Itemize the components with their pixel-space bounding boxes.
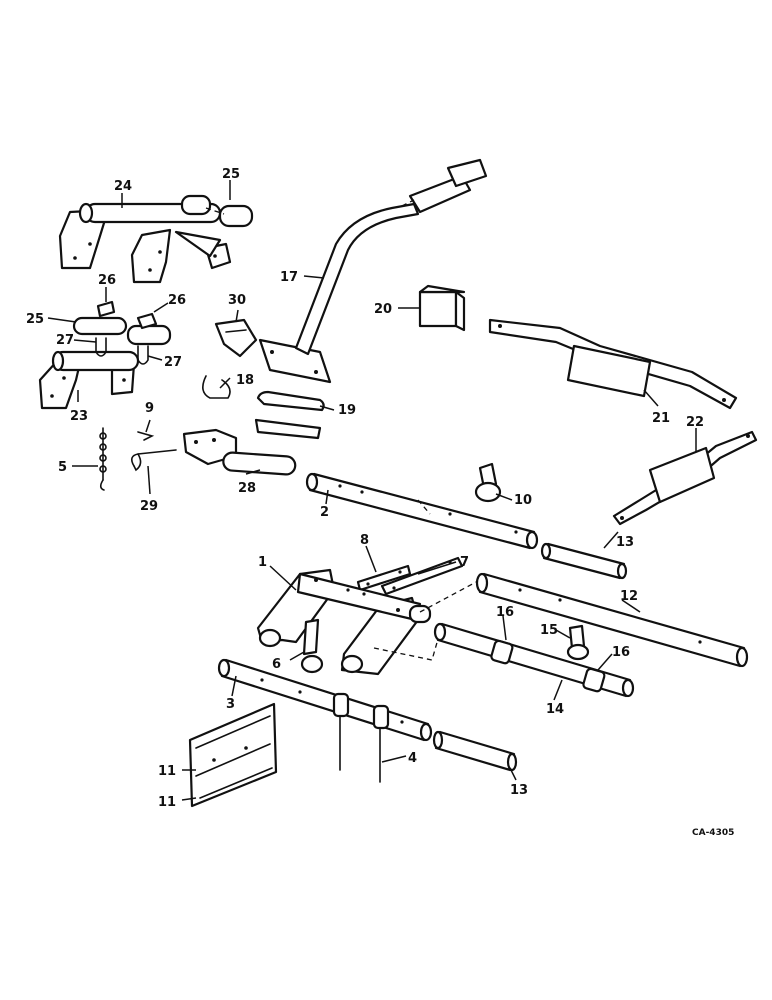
callout-27-right: 27	[164, 355, 182, 370]
part-27-u-bolts	[95, 337, 149, 365]
callout-15: 15	[540, 623, 558, 638]
callout-27-left: 27	[56, 333, 74, 348]
part-4-hangers	[332, 692, 390, 783]
part-12-tube	[475, 572, 749, 668]
callout-23: 23	[70, 409, 88, 424]
callout-13-upper: 13	[616, 535, 634, 550]
callout-4: 4	[408, 751, 417, 766]
callout-3: 3	[226, 697, 235, 712]
part-8-strap	[356, 564, 412, 592]
part-16-collars	[490, 639, 606, 693]
part-18-u-bolt	[202, 375, 231, 399]
callout-5: 5	[58, 460, 67, 475]
part-14-tube	[433, 622, 635, 698]
callout-6: 6	[272, 657, 281, 672]
part-15-clamp	[566, 624, 590, 661]
part-19-half-shells	[254, 390, 325, 440]
callout-20: 20	[374, 302, 392, 317]
drawing-code: CA-4305	[692, 828, 734, 838]
callout-21: 21	[652, 411, 670, 426]
callout-9: 9	[145, 401, 154, 416]
callout-16-right: 16	[612, 645, 630, 660]
part-10-clamp	[474, 462, 502, 503]
callout-25-top: 25	[222, 167, 240, 182]
callout-8: 8	[360, 533, 369, 548]
part-9-pin	[137, 431, 155, 441]
callout-24: 24	[114, 179, 132, 194]
part-28-pivot	[182, 428, 297, 476]
leader-lines	[47, 180, 697, 801]
callout-7: 7	[460, 555, 469, 570]
callout-1: 1	[258, 555, 267, 570]
part-29-hitch-pin	[130, 449, 177, 472]
part-2-tube	[305, 472, 539, 550]
callout-2: 2	[320, 505, 329, 520]
callout-30: 30	[228, 293, 246, 308]
part-25-sleeve-pair-top	[180, 194, 254, 228]
part-22-frame-channel	[612, 430, 758, 526]
part-23-bracket-assembly	[38, 350, 140, 410]
callout-11-lower: 11	[158, 795, 176, 810]
callout-16-left: 16	[496, 605, 514, 620]
part-6-link	[300, 618, 324, 674]
part-13-short-tube-lower	[432, 730, 518, 772]
callout-18: 18	[236, 373, 254, 388]
callout-19: 19	[338, 403, 356, 418]
callout-10: 10	[514, 493, 532, 508]
part-24-bracket-assembly	[58, 202, 232, 284]
callout-17: 17	[280, 270, 298, 285]
callout-13-lower: 13	[510, 783, 528, 798]
part-13-short-tube-upper	[540, 542, 628, 580]
callout-14: 14	[546, 702, 564, 717]
callout-22: 22	[686, 415, 704, 430]
part-21-frame-channel	[488, 318, 738, 410]
callout-25-left: 25	[26, 312, 44, 327]
callout-26-left: 26	[98, 273, 116, 288]
callout-labels: 24 25 26 26 25 27 27 23 9 5 29 30 18 17 …	[26, 167, 734, 838]
part-1-main-frame	[256, 568, 481, 676]
callout-26-right: 26	[168, 293, 186, 308]
part-26-clips	[96, 300, 158, 330]
callout-29: 29	[140, 499, 158, 514]
part-20-block	[418, 284, 466, 332]
part-25-sleeve-pair-lower	[72, 316, 172, 346]
part-11-plates	[188, 702, 278, 808]
part-5-chain	[99, 427, 107, 491]
callout-11-upper: 11	[158, 764, 176, 779]
callout-12: 12	[620, 589, 638, 604]
part-17-drawbar	[258, 158, 488, 384]
part-30-bracket	[214, 318, 258, 358]
callout-28: 28	[238, 481, 256, 496]
